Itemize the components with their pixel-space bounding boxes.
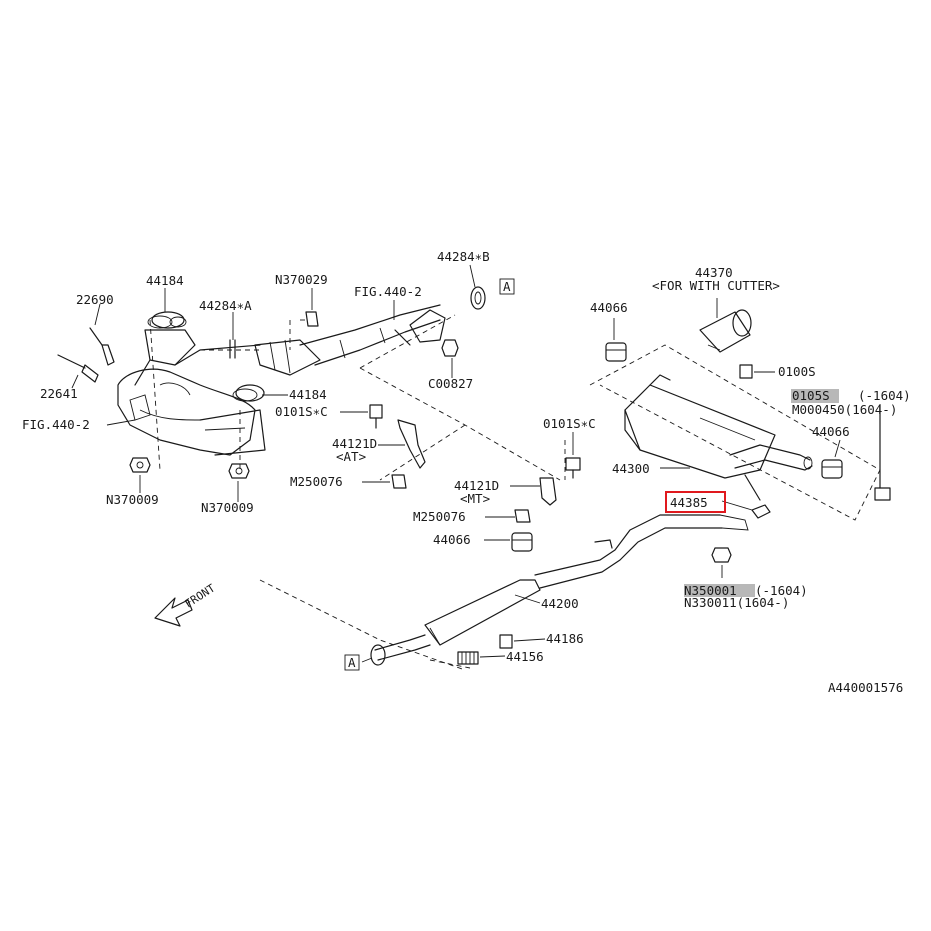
label-n370009-a[interactable]: N370009	[106, 492, 159, 507]
label-22641[interactable]: 22641	[40, 386, 78, 401]
label-n350001[interactable]: N350001	[684, 583, 737, 598]
label-n370009-b[interactable]: N370009	[201, 500, 254, 515]
ref-mark-label: A	[348, 655, 356, 670]
nut-c00827[interactable]	[441, 339, 459, 357]
bolt-0101sc-a[interactable]	[369, 404, 383, 429]
gasket-44184-mid[interactable]	[235, 384, 265, 402]
spring-44156[interactable]	[457, 651, 479, 665]
dashed-reference-lines	[149, 314, 881, 671]
front-arrow-icon	[154, 597, 193, 627]
label-44121d-at[interactable]: 44121D	[332, 436, 377, 451]
label-n370029[interactable]: N370029	[275, 272, 328, 287]
front-pipe-catalyst[interactable]	[254, 304, 446, 376]
ref-mark-label: A	[503, 279, 511, 294]
label-m000450[interactable]: M000450(1604-)	[792, 402, 897, 417]
front-direction-indicator: FRONT	[154, 581, 218, 627]
oxygen-sensor-22641[interactable]	[57, 354, 99, 383]
bolt-44186[interactable]	[499, 634, 513, 649]
gasket-44284b[interactable]	[470, 286, 486, 310]
rubber-hanger-44066-c[interactable]	[511, 532, 533, 552]
label-c00827[interactable]: C00827	[428, 376, 473, 391]
label-n330011[interactable]: N330011(1604-)	[684, 595, 789, 610]
ref-mark-a-top: A	[499, 278, 515, 295]
label-44385[interactable]: 44385	[670, 495, 708, 510]
front-label: FRONT	[183, 581, 218, 610]
label-0101sc-a[interactable]: 0101S∗C	[275, 404, 328, 419]
nut-n370029[interactable]	[305, 311, 319, 327]
rubber-hanger-44066-a[interactable]	[605, 342, 627, 362]
label-44200[interactable]: 44200	[541, 596, 579, 611]
label-at-note: <AT>	[336, 449, 366, 464]
bracket-44121d-at[interactable]	[397, 419, 426, 469]
bracket-44121d-mt[interactable]	[539, 477, 557, 506]
nut-n370009-a[interactable]	[129, 457, 151, 473]
label-0100s[interactable]: 0100S	[778, 364, 816, 379]
diagram-id: A440001576	[828, 680, 903, 695]
label-44370[interactable]: 44370	[695, 265, 733, 280]
label-m250076-a[interactable]: M250076	[290, 474, 343, 489]
ref-mark-a-bottom: A	[344, 654, 360, 671]
bolt-0100s[interactable]	[739, 364, 753, 379]
label-0101sc-b[interactable]: 0101S∗C	[543, 416, 596, 431]
label-44284a[interactable]: 44284∗A	[199, 298, 252, 313]
label-44300[interactable]: 44300	[612, 461, 650, 476]
gasket-44184-top[interactable]	[151, 311, 185, 329]
label-m250076-b[interactable]: M250076	[413, 509, 466, 524]
highlight-n350001	[684, 584, 755, 597]
highlight-box-44385	[665, 491, 726, 513]
bolt-m250076-b[interactable]	[514, 509, 531, 523]
gasket-44385[interactable]	[751, 504, 771, 519]
center-pipe-44200[interactable]	[370, 514, 749, 666]
label-cutter-note: <FOR WITH CUTTER>	[652, 278, 780, 293]
bolt-0101sc-b[interactable]	[565, 457, 581, 479]
tail-cutter-44370[interactable]	[699, 309, 752, 353]
label-44186[interactable]: 44186	[546, 631, 584, 646]
part-labels: 44184 22690 22641 FIG.440-2 N370009 N370…	[22, 249, 911, 695]
bolt-m250076-a[interactable]	[391, 474, 407, 489]
gasket-44284a[interactable]	[229, 339, 236, 359]
label-44121d-mt[interactable]: 44121D	[454, 478, 499, 493]
label-0105s-range: (-1604)	[858, 388, 911, 403]
rubber-hanger-44066-b[interactable]	[821, 459, 843, 479]
label-44284b[interactable]: 44284∗B	[437, 249, 490, 264]
label-0105s[interactable]: 0105S	[792, 388, 830, 403]
label-fig440-top[interactable]: FIG.440-2	[354, 284, 422, 299]
label-mt-note: <MT>	[460, 491, 490, 506]
leader-lines	[71, 264, 881, 663]
rear-muffler-44300[interactable]	[624, 374, 813, 501]
label-44066-c[interactable]: 44066	[433, 532, 471, 547]
label-44066-a[interactable]: 44066	[590, 300, 628, 315]
nut-n350001[interactable]	[711, 547, 732, 563]
label-22690[interactable]: 22690	[76, 292, 114, 307]
oxygen-sensor-22690[interactable]	[89, 327, 115, 366]
label-44184-mid[interactable]: 44184	[289, 387, 327, 402]
label-fig440-left[interactable]: FIG.440-2	[22, 417, 90, 432]
exhaust-manifold[interactable]	[117, 315, 266, 456]
bolt-0105s[interactable]	[874, 404, 891, 501]
nut-n370009-b[interactable]	[228, 463, 250, 479]
highlight-0105s	[791, 389, 839, 403]
label-n350001-range: (-1604)	[755, 583, 808, 598]
label-44184-top[interactable]: 44184	[146, 273, 184, 288]
label-44156[interactable]: 44156	[506, 649, 544, 664]
label-44066-b[interactable]: 44066	[812, 424, 850, 439]
